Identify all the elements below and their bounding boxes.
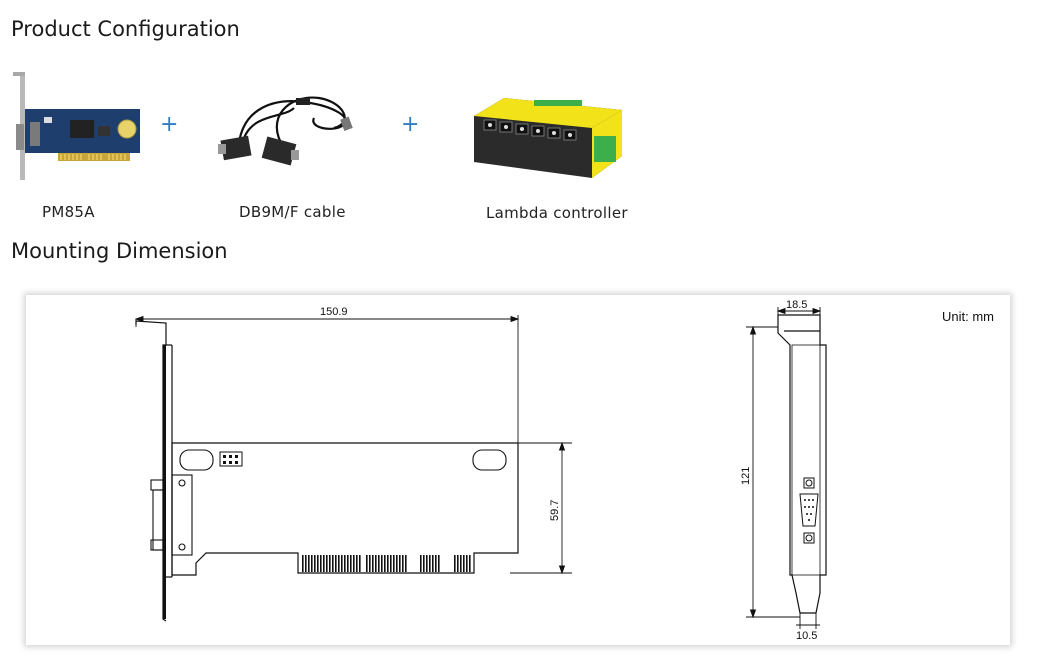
section-title-mounting-dimension: Mounting Dimension — [11, 239, 228, 263]
edge-connector-finger — [405, 555, 407, 572]
edge-connector-finger — [302, 555, 304, 572]
edge-connector-finger — [420, 555, 422, 572]
dimension-label-bracket-width: 18.5 — [786, 299, 807, 311]
edge-connector-finger — [454, 555, 456, 572]
plus-sign: + — [401, 112, 420, 137]
edge-connector-finger — [466, 555, 468, 572]
edge-connector-finger — [438, 555, 440, 572]
edge-connector-finger — [320, 555, 322, 572]
edge-connector-finger — [423, 555, 425, 572]
edge-connector-finger — [435, 555, 437, 572]
dimension-label-bracket-height: 121 — [740, 467, 752, 485]
product-image-pm85a — [10, 72, 145, 182]
edge-connector-finger — [323, 555, 325, 572]
edge-connector-finger — [338, 555, 340, 572]
plus-sign: + — [160, 112, 179, 137]
product-image-lambda-controller — [474, 96, 624, 182]
edge-connector-finger — [463, 555, 465, 572]
edge-connector-finger — [369, 555, 371, 572]
edge-connector-finger — [432, 555, 434, 572]
edge-connector-finger — [326, 555, 328, 572]
edge-connector-finger — [390, 555, 392, 572]
edge-connector-finger — [341, 555, 343, 572]
edge-connector-finger — [311, 555, 313, 572]
edge-connector-finger — [308, 555, 310, 572]
dimension-label-card-height: 59.7 — [549, 500, 561, 521]
edge-connector-finger — [305, 555, 307, 572]
edge-connector-finger — [344, 555, 346, 572]
product-caption: Lambda controller — [486, 204, 628, 222]
edge-connector-finger — [317, 555, 319, 572]
edge-connector-finger — [426, 555, 428, 572]
edge-connector-finger — [350, 555, 352, 572]
edge-connector-finger — [347, 555, 349, 572]
edge-connector-finger — [387, 555, 389, 572]
edge-connector-finger — [359, 555, 361, 572]
edge-connector-finger — [356, 555, 358, 572]
edge-connector-finger — [469, 555, 471, 572]
edge-connector-finger — [457, 555, 459, 572]
mounting-dimension-drawing: 150.9 59.7 — [26, 295, 1010, 645]
edge-connector-finger — [332, 555, 334, 572]
edge-connector-finger — [335, 555, 337, 572]
product-caption: DB9M/F cable — [239, 203, 346, 221]
section-title-product-configuration: Product Configuration — [11, 17, 240, 41]
edge-connector-finger — [396, 555, 398, 572]
product-caption: PM85A — [42, 203, 95, 221]
edge-connector-finger — [393, 555, 395, 572]
product-image-db9-cable — [214, 88, 359, 170]
edge-connector-finger — [399, 555, 401, 572]
edge-connector-finger — [402, 555, 404, 572]
edge-connector-finger — [353, 555, 355, 572]
edge-connector-finger — [378, 555, 380, 572]
edge-connector-finger — [329, 555, 331, 572]
edge-connector-finger — [314, 555, 316, 572]
unit-label: Unit: mm — [942, 309, 994, 324]
dimension-label-bracket-tab: 10.5 — [796, 630, 817, 642]
dimension-drawing-svg: 150.9 59.7 — [134, 299, 827, 642]
edge-connector-finger — [429, 555, 431, 572]
edge-connector-finger — [366, 555, 368, 572]
dimension-label-card-length: 150.9 — [320, 306, 348, 318]
edge-connector-finger — [375, 555, 377, 572]
edge-connector-finger — [381, 555, 383, 572]
edge-connector-finger — [460, 555, 462, 572]
edge-connector-finger — [384, 555, 386, 572]
edge-connector-finger — [372, 555, 374, 572]
